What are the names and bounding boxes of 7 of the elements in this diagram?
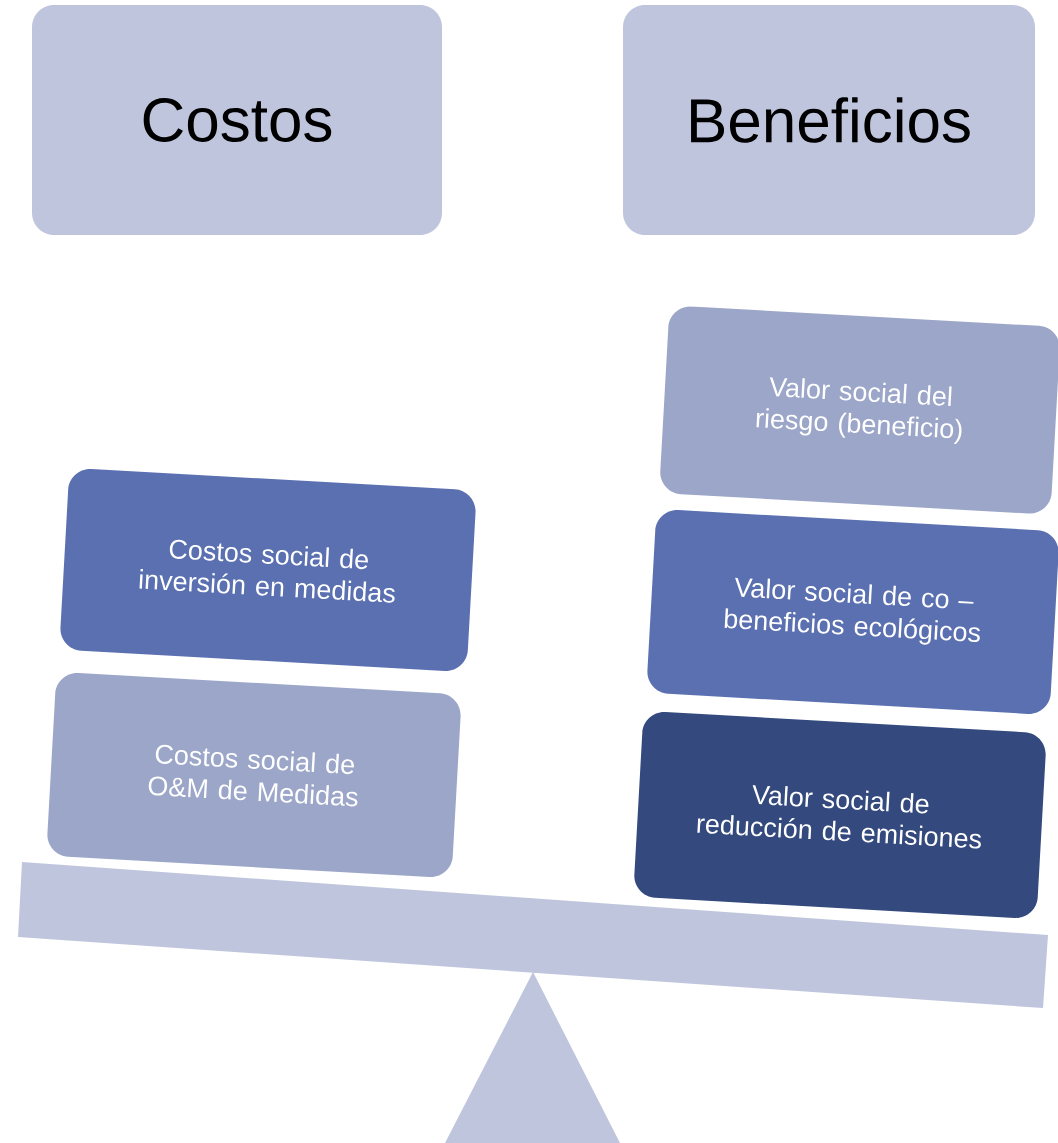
- heading-box: Costos: [32, 5, 442, 235]
- cost-box: Costos social de inversión en medidas: [60, 469, 476, 671]
- cost-box: Costos social de O&M de Medidas: [47, 673, 461, 877]
- benefit-box: Valor social de reducción de emisiones: [634, 712, 1046, 918]
- benefit-box: Valor social de co – beneficios ecológicos: [647, 510, 1058, 714]
- benefit-box: Valor social del riesgo (beneficio): [660, 306, 1058, 514]
- heading-box: Beneficios: [623, 5, 1035, 235]
